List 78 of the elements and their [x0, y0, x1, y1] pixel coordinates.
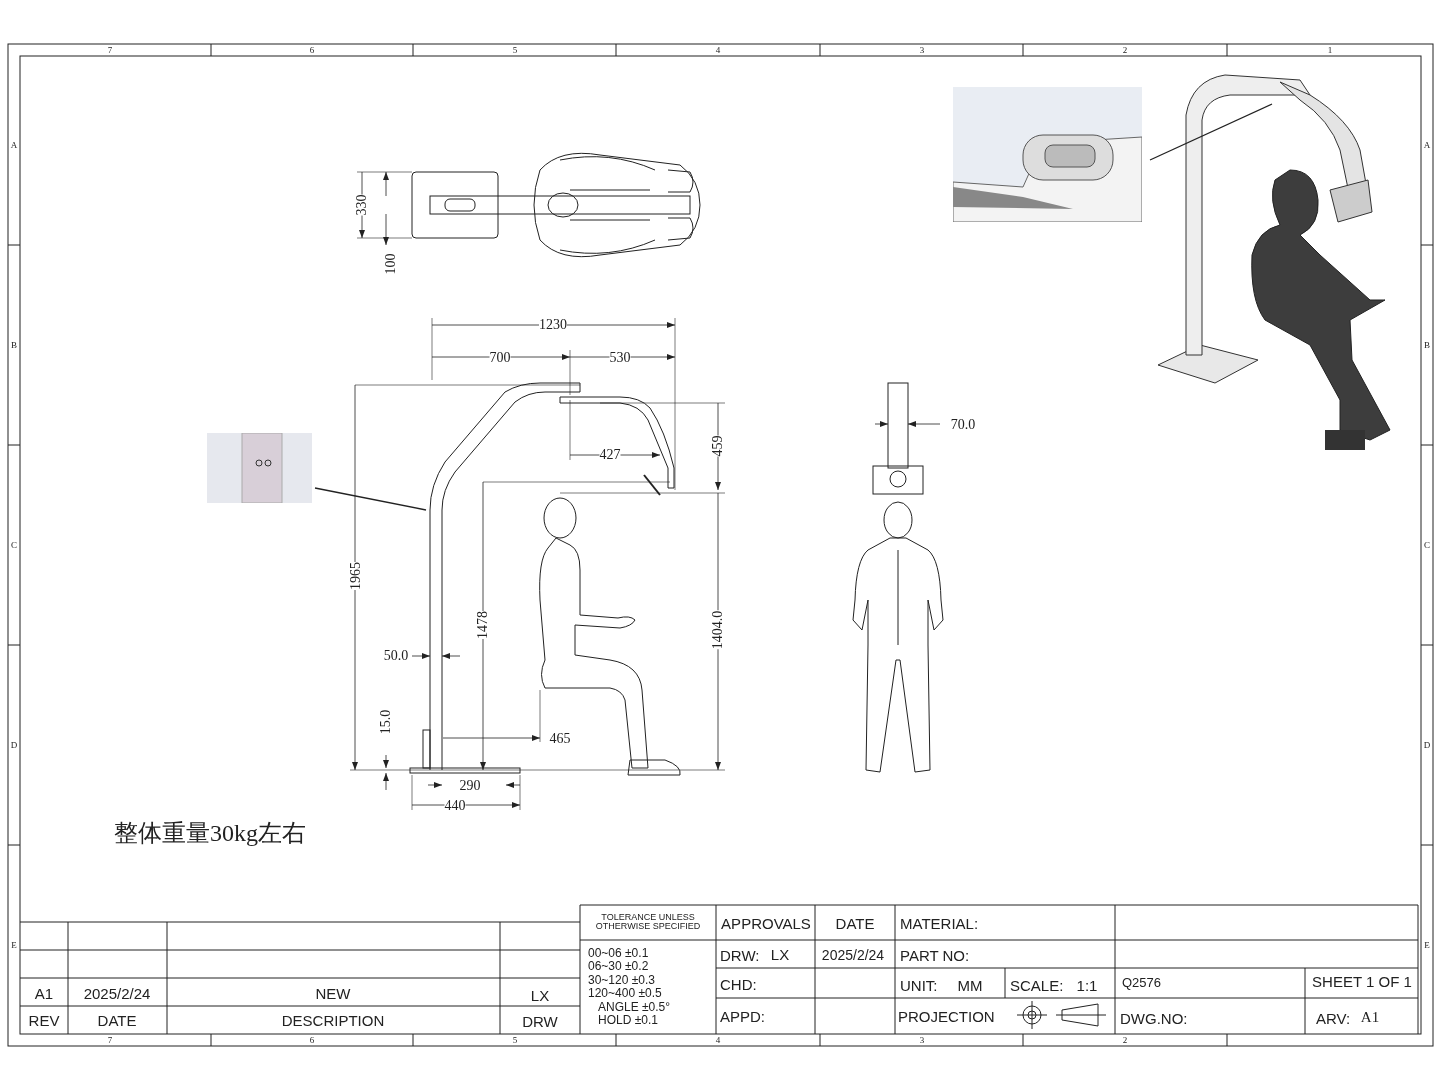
zone-number: 5 — [512, 45, 518, 55]
dimension-value: 290 — [459, 779, 481, 793]
zone-letter: D — [1423, 740, 1431, 750]
table-text: 120~400 ±0.5 — [588, 987, 662, 999]
zone-letter: B — [11, 340, 17, 350]
dimension-value: 530 — [609, 351, 631, 365]
zone-letter: E — [11, 940, 17, 950]
table-text: UNIT: — [900, 977, 938, 993]
zone-letter: A — [10, 140, 18, 150]
dimension-value: 1478 — [476, 611, 490, 639]
table-text: ANGLE ±0.5° — [598, 1001, 671, 1013]
zone-number: 7 — [107, 1035, 113, 1045]
dimension-value: 1404.0 — [711, 610, 725, 650]
dimension-value: 330 — [355, 194, 369, 216]
zone-number: 3 — [919, 45, 925, 55]
zone-number: 6 — [309, 1035, 315, 1045]
zone-number: 5 — [512, 1035, 518, 1045]
table-text: DRW — [522, 1013, 558, 1029]
zone-number: 4 — [715, 1035, 721, 1045]
dimension-value: 100 — [384, 253, 398, 275]
table-text: DWG.NO: — [1120, 1010, 1188, 1026]
dimension-value: 1230 — [539, 318, 567, 332]
table-text: DATE — [835, 915, 875, 931]
table-text: REV — [28, 1012, 60, 1028]
zone-letter: E — [1424, 940, 1430, 950]
table-text: SHEET 1 OF 1 — [1312, 973, 1412, 989]
table-text: HOLD ±0.1 — [598, 1014, 658, 1026]
zone-letter: D — [10, 740, 18, 750]
table-text: DESCRIPTION — [281, 1012, 385, 1028]
table-text: MATERIAL: — [900, 915, 979, 931]
zone-number: 1 — [1327, 45, 1333, 55]
table-text: SCALE: — [1010, 977, 1064, 993]
detail-picture — [207, 433, 312, 503]
table-text: A1 — [34, 985, 54, 1001]
table-text: 1:1 — [1076, 977, 1098, 993]
table-text: LX — [530, 987, 550, 1003]
table-text: 00~06 ±0.1 — [588, 947, 649, 959]
table-text: 2025/2/24 — [83, 985, 151, 1001]
note-text: 整体重量30kg左右 — [114, 821, 306, 845]
zone-number: 4 — [715, 45, 721, 55]
zone-letter: B — [1424, 340, 1430, 350]
table-text: APPD: — [720, 1008, 765, 1024]
dimension-value: 465 — [549, 732, 571, 746]
zone-number: 2 — [1122, 45, 1128, 55]
table-text: DRW: — [720, 947, 760, 963]
table-text: PART NO: — [900, 947, 970, 963]
table-text: 06~30 ±0.2 — [588, 960, 649, 972]
table-text: LX — [770, 946, 790, 962]
leader-line — [1149, 103, 1273, 161]
dimension-value: 1965 — [349, 562, 363, 590]
zone-letter: A — [1423, 140, 1431, 150]
table-text: ARV: — [1316, 1010, 1351, 1026]
detail-picture — [953, 87, 1142, 222]
table-text: DATE — [97, 1012, 137, 1028]
zone-number: 7 — [107, 45, 113, 55]
table-text: CHD: — [720, 976, 757, 992]
zone-number: 6 — [309, 45, 315, 55]
dimension-value: 15.0 — [379, 709, 393, 735]
table-text: 30~120 ±0.3 — [588, 974, 655, 986]
table-text: NEW — [315, 985, 351, 1001]
leader-line — [314, 487, 427, 511]
zone-letter: C — [1424, 540, 1430, 550]
dimension-value: 50.0 — [383, 649, 409, 663]
table-text: MM — [957, 977, 983, 993]
zone-number: 3 — [919, 1035, 925, 1045]
dimension-value: 440 — [444, 799, 466, 813]
table-text: 2025/2/24 — [821, 948, 885, 962]
dimension-value: 700 — [489, 351, 511, 365]
table-text: APPROVALS — [721, 915, 811, 931]
dimension-value: 459 — [711, 435, 725, 457]
table-text: Q2576 — [1122, 975, 1162, 989]
dimension-value: 70.0 — [950, 418, 976, 432]
zone-number: 2 — [1122, 1035, 1128, 1045]
table-text: TOLERANCE UNLESS OTHERWISE SPECIFIED — [594, 913, 702, 931]
table-text: A1 — [1360, 1009, 1380, 1025]
zone-letter: C — [11, 540, 17, 550]
table-text: PROJECTION — [898, 1008, 995, 1024]
dimension-value: 427 — [599, 448, 621, 462]
